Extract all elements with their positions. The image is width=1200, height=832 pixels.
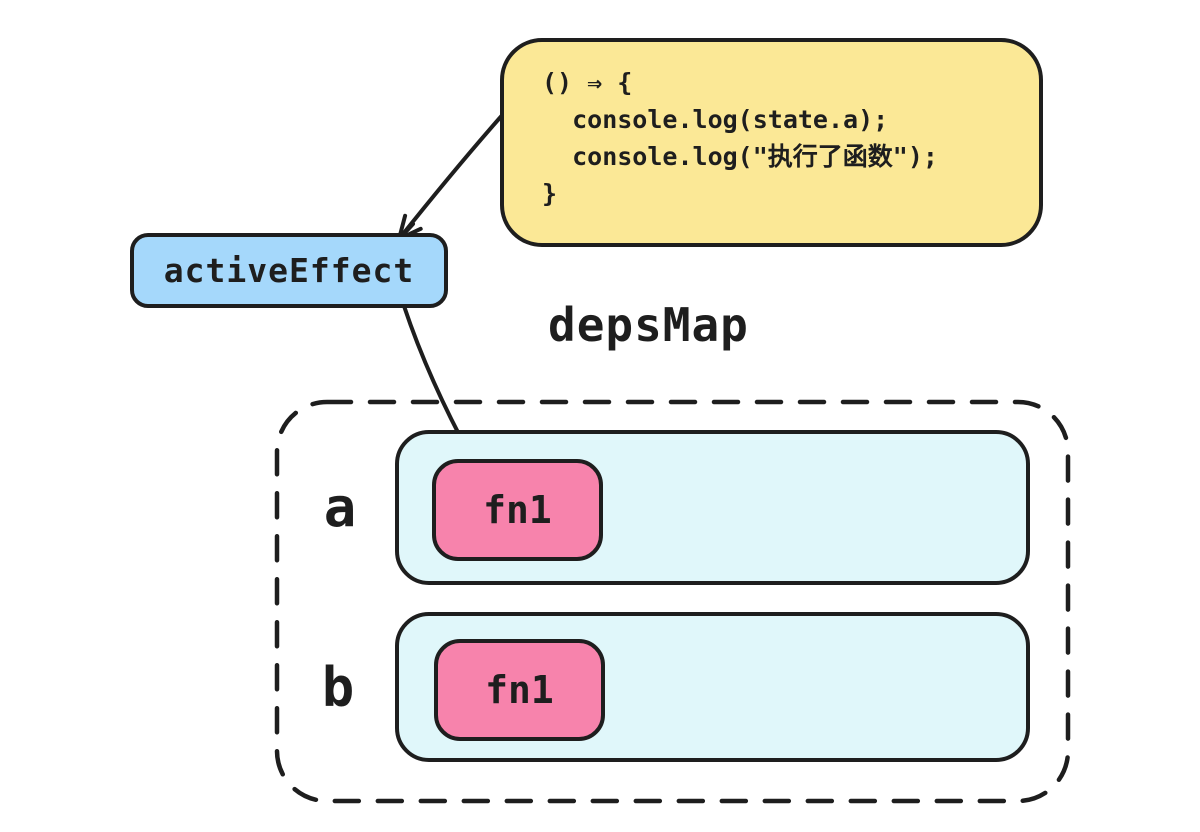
effect-function-code-box: () ⇒ { console.log(state.a); console.log… <box>500 38 1043 247</box>
active-effect-label: activeEffect <box>163 251 415 290</box>
effect-function-code: () ⇒ { console.log(state.a); console.log… <box>542 68 938 208</box>
arrow-code-to-active-effect <box>397 110 507 241</box>
dep-set-b: fn1 <box>395 612 1030 762</box>
deps-map-key-b: b <box>321 656 355 719</box>
dep-set-a: fn1 <box>395 430 1030 585</box>
deps-map-key-a: a <box>323 476 357 539</box>
dep-fn1-of-a: fn1 <box>432 459 603 561</box>
dep-fn1-of-b: fn1 <box>434 639 605 741</box>
active-effect-box: activeEffect <box>130 233 448 308</box>
dep-fn1-of-b-label: fn1 <box>485 668 554 712</box>
dep-fn1-of-a-label: fn1 <box>483 488 552 532</box>
deps-map-title: depsMap <box>548 298 749 352</box>
